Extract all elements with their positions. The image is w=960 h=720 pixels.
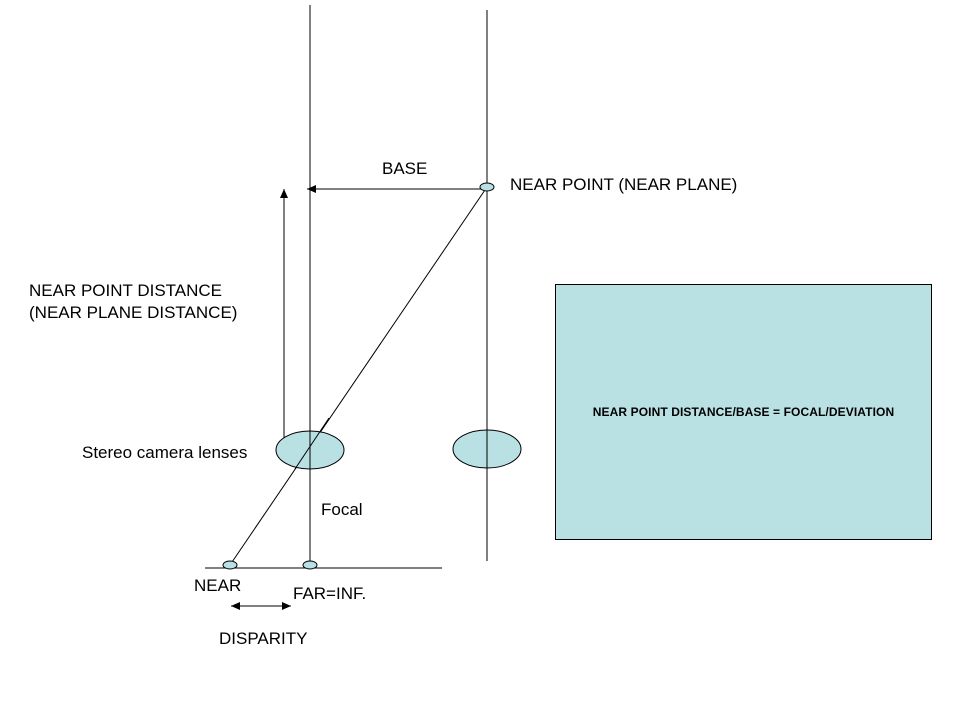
- formula-text: NEAR POINT DISTANCE/BASE = FOCAL/DEVIATI…: [592, 405, 895, 419]
- far-label: FAR=INF.: [293, 584, 367, 603]
- near-image-marker: [222, 560, 238, 570]
- ray-overlay: [294, 417, 330, 470]
- base-label: BASE: [382, 159, 428, 178]
- formula-box: NEAR POINT DISTANCE/BASE = FOCAL/DEVIATI…: [555, 284, 932, 540]
- near-label: NEAR: [194, 576, 242, 595]
- far-image-marker: [302, 560, 318, 570]
- projection-ray: [229, 186, 488, 566]
- disparity-label: DISPARITY: [219, 629, 308, 648]
- near-point-distance-label-line1: NEAR POINT DISTANCE: [29, 281, 223, 300]
- stereo-lenses-label: Stereo camera lenses: [82, 443, 248, 462]
- near-point-distance-label-line2: (NEAR PLANE DISTANCE): [29, 303, 238, 322]
- focal-label: Focal: [321, 500, 363, 519]
- near-point-label: NEAR POINT (NEAR PLANE): [510, 175, 738, 194]
- near-point-marker: [479, 182, 495, 192]
